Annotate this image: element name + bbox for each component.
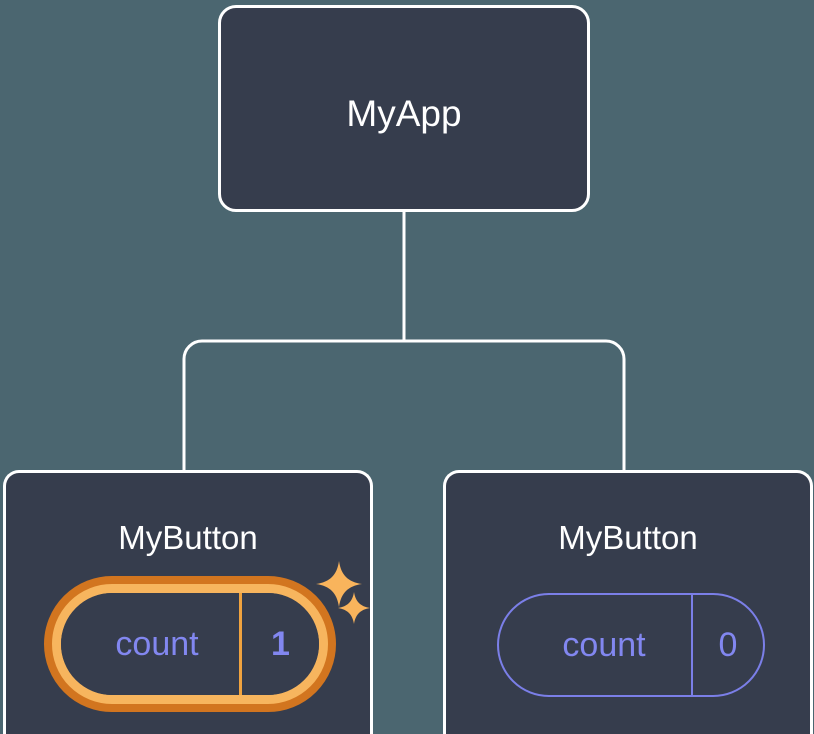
state-pill-highlighted[interactable]: count 1	[44, 576, 336, 712]
node-myapp-label: MyApp	[346, 93, 462, 134]
highlight-ring-inner	[52, 584, 328, 704]
state-value-label: 0	[691, 595, 763, 695]
state-value-label: 1	[239, 593, 319, 695]
state-key-label: count	[115, 624, 199, 663]
state-pill-content: count 1	[61, 593, 319, 695]
node-mybutton-right[interactable]: MyButton count 0	[443, 470, 813, 734]
node-myapp[interactable]: MyApp	[218, 5, 590, 212]
node-mybutton-left[interactable]: MyButton count 1	[3, 470, 373, 734]
state-key-label: count	[562, 625, 646, 664]
node-mybutton-right-label: MyButton	[558, 519, 698, 556]
connector-branch-bus	[182, 339, 626, 470]
state-pill-plain[interactable]: count 0	[497, 593, 765, 697]
node-mybutton-left-label: MyButton	[118, 519, 258, 556]
